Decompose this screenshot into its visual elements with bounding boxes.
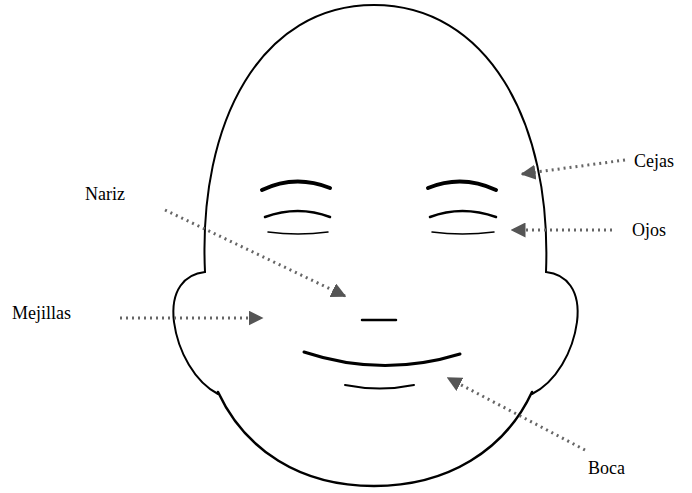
head-outline bbox=[204, 5, 546, 272]
leader-line bbox=[165, 210, 345, 296]
lower-lip bbox=[345, 385, 414, 389]
eye bbox=[432, 232, 494, 234]
eye bbox=[430, 211, 496, 217]
part-label: Nariz bbox=[85, 185, 125, 203]
nose bbox=[362, 319, 396, 322]
right-ear bbox=[532, 272, 578, 394]
eyebrow bbox=[262, 181, 330, 190]
leader-line bbox=[512, 229, 612, 232]
part-label: Boca bbox=[588, 459, 625, 477]
eye bbox=[265, 211, 330, 217]
eyebrow bbox=[428, 181, 496, 190]
part-label: Cejas bbox=[634, 152, 674, 170]
part-label: Mejillas bbox=[12, 304, 71, 322]
leader-line bbox=[522, 160, 625, 174]
eye bbox=[268, 232, 328, 234]
mouth bbox=[304, 352, 460, 366]
leader-line bbox=[448, 378, 585, 450]
leader-line bbox=[120, 317, 262, 320]
left-ear bbox=[173, 272, 218, 394]
head-outline bbox=[218, 392, 532, 486]
part-label: Ojos bbox=[632, 221, 666, 239]
